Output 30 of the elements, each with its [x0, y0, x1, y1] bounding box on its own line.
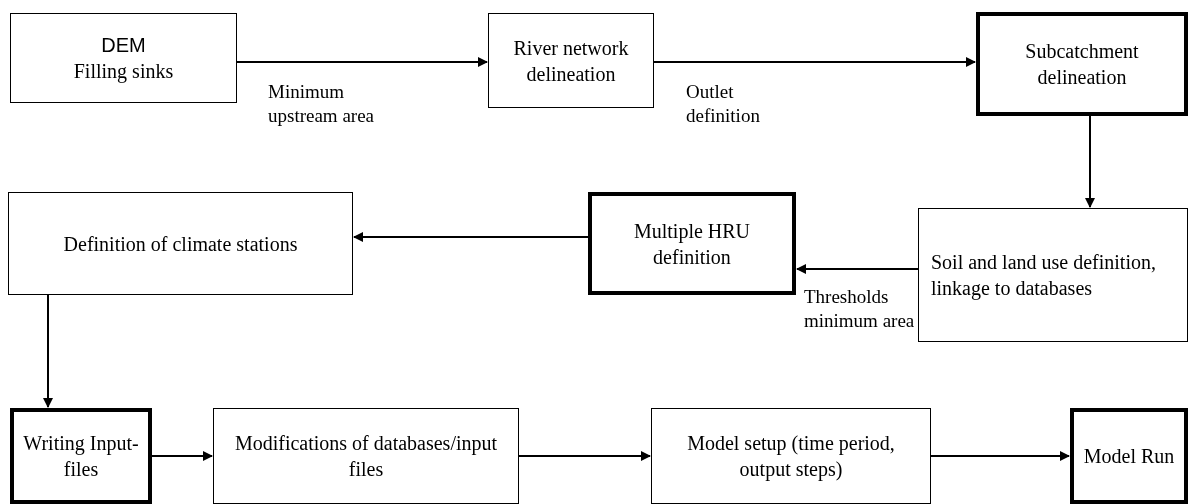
- box-text: Multiple HRU definition: [632, 218, 752, 270]
- arrow: [1085, 115, 1095, 208]
- arrow: [518, 451, 651, 461]
- process-box: [651, 408, 931, 504]
- box-text: Modifications of databases/input files: [233, 431, 499, 482]
- box-text: Filling sinks: [73, 59, 174, 84]
- process-box: [8, 192, 353, 295]
- arrow: [653, 57, 976, 67]
- box-text: River network delineation: [512, 35, 630, 87]
- arrow: [236, 57, 488, 67]
- process-box: [488, 13, 654, 108]
- arrow: [930, 451, 1070, 461]
- box-text: Definition of climate stations: [63, 231, 298, 257]
- box-text: Model setup (time period, output steps): [686, 431, 896, 482]
- box-text: Soil and land use definition, linkage to databases: [931, 250, 1157, 301]
- box-text: Subcatchment delineation: [1024, 39, 1140, 90]
- process-box: [213, 408, 519, 504]
- process-box: [1070, 408, 1188, 504]
- arrow: [353, 232, 589, 242]
- box-heading: DEM: [101, 33, 146, 58]
- arrow: [796, 264, 919, 274]
- process-box: [976, 12, 1188, 116]
- process-box: [918, 208, 1188, 342]
- process-box: [10, 13, 237, 103]
- process-box: [10, 408, 152, 504]
- process-box: [588, 192, 796, 295]
- arrow: [151, 451, 213, 461]
- box-text: Model Run: [1083, 444, 1175, 469]
- box-text: Writing Input-files: [22, 431, 140, 482]
- arrow: [43, 294, 53, 408]
